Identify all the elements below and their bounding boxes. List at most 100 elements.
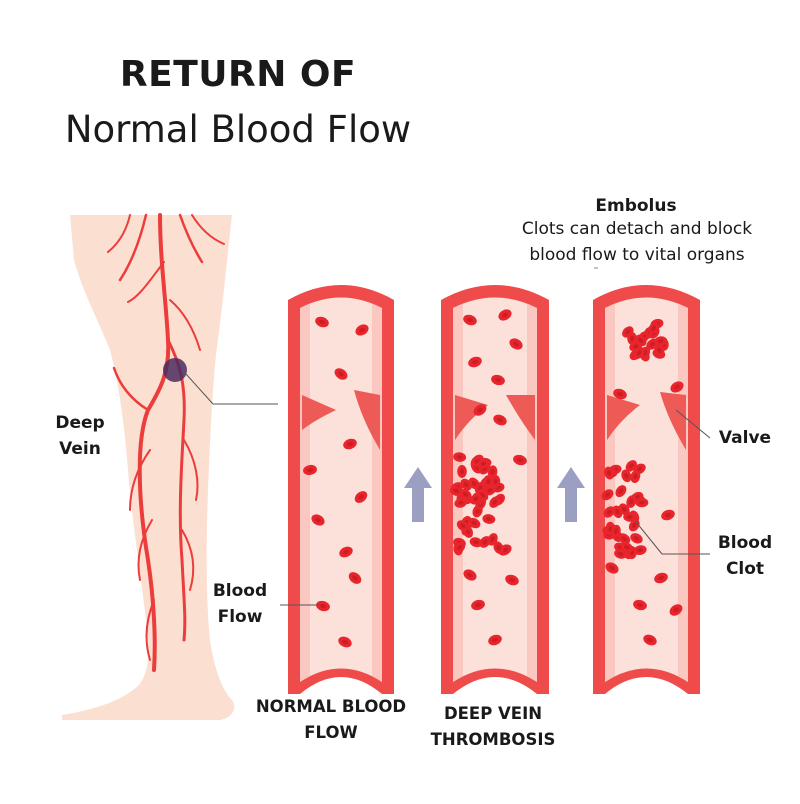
label-blood-clot-line-2: Clot: [725, 559, 765, 579]
blood-cell: [613, 388, 627, 400]
caption-normal-line-1: NORMAL BLOOD: [255, 697, 407, 716]
label-embolus: Embolus: [595, 196, 677, 216]
blood-cell: [513, 454, 527, 466]
valve-right: [660, 392, 686, 450]
blood-cell: [630, 533, 643, 544]
blood-cell: [453, 541, 466, 554]
label-blood-clot-line-1: Blood: [717, 533, 773, 553]
blood-cell: [620, 541, 633, 553]
blood-cell: [621, 469, 632, 483]
blood-cell: [354, 491, 368, 503]
embolus-description: Clots can detach and block blood flow to…: [512, 216, 762, 268]
blood-cell: [601, 489, 614, 501]
vessel-lumen: [300, 297, 382, 682]
blood-cell: [311, 514, 325, 526]
title-line-2: Normal Blood Flow: [64, 108, 412, 151]
blood-cell: [648, 322, 660, 335]
blood-cell: [505, 574, 519, 586]
leg-illustration: [62, 213, 278, 720]
blood-cell: [457, 464, 467, 478]
blood-cell: [661, 509, 675, 521]
leg-shape: [62, 215, 235, 720]
blood-cell: [315, 316, 329, 328]
clot-leader-line: [635, 521, 663, 555]
blood-cell: [482, 514, 496, 524]
up-arrow-icon: [404, 467, 432, 522]
valve-right: [506, 395, 535, 440]
clot-leader-line: [185, 373, 214, 405]
clot-marker: [163, 358, 187, 382]
blood-cell: [343, 438, 357, 450]
blood-cell: [498, 309, 512, 321]
blood-clot: [449, 452, 505, 556]
valve-right: [354, 390, 380, 450]
blood-cell: [463, 314, 477, 326]
caption-normal-blood-flow: NORMAL BLOOD FLOW: [246, 694, 416, 746]
blood-cell: [453, 452, 467, 462]
blood-cell: [493, 541, 504, 554]
blood-cell: [635, 334, 647, 347]
blood-cell: [483, 475, 494, 489]
blood-cell: [633, 545, 647, 556]
blood-cell: [470, 493, 482, 505]
blood-cell: [633, 346, 645, 359]
blood-cell: [355, 324, 369, 336]
blood-cell: [487, 533, 498, 546]
blood-cell: [488, 634, 502, 646]
blood-cell: [463, 569, 477, 581]
vessel-thrombosis: [441, 285, 549, 694]
blood-cell: [348, 572, 362, 584]
vessel-normal: [288, 285, 394, 694]
blood-cell: [303, 464, 317, 476]
blood-cell: [627, 331, 637, 345]
label-blood-flow: Blood Flow: [208, 578, 272, 630]
blood-cell: [603, 506, 615, 518]
embolus-cluster: [622, 318, 669, 362]
caption-normal-line-2: FLOW: [304, 723, 358, 742]
blood-cell: [334, 368, 348, 380]
blood-cell: [449, 486, 463, 496]
blood-cell: [469, 537, 483, 548]
blood-cell: [654, 336, 668, 346]
blood-cell: [471, 599, 485, 611]
blood-cell: [628, 519, 640, 532]
blood-cell: [604, 466, 614, 480]
blood-cell: [493, 414, 507, 426]
blood-cell: [339, 546, 353, 558]
vessel-embolus: [593, 285, 711, 694]
blood-cell: [491, 374, 505, 386]
blood-cell: [654, 343, 665, 357]
blood-cell: [614, 548, 627, 559]
blood-cell: [487, 465, 498, 479]
blood-cell: [618, 533, 631, 545]
vessel-sheen: [300, 297, 382, 682]
blood-cell: [643, 634, 657, 646]
embolus-description-line-2: blood flow to vital organs: [529, 245, 745, 265]
blood-cell: [456, 520, 469, 532]
blood-cell: [630, 470, 641, 483]
label-blood-flow-line-1: Blood: [212, 581, 268, 601]
embolus-description-line-1: Clots can detach and block: [521, 219, 753, 239]
valve-left: [302, 395, 336, 430]
blood-cells: [303, 316, 369, 648]
blood-cell: [477, 458, 490, 469]
blood-cell: [489, 496, 501, 508]
label-blood-flow-line-2: Flow: [217, 607, 263, 627]
blood-cell: [473, 404, 487, 416]
valve-leader-line: [675, 409, 711, 439]
blood-cell: [468, 356, 482, 368]
label-valve: Valve: [718, 428, 772, 448]
label-deep-vein-line-1: Deep: [55, 413, 105, 433]
caption-deep-vein-thrombosis: DEEP VEIN THROMBOSIS: [418, 701, 568, 753]
blood-cell: [509, 338, 523, 350]
caption-dvt-line-1: DEEP VEIN: [443, 704, 543, 723]
blood-cell: [338, 636, 352, 648]
blood-cell: [633, 599, 647, 611]
up-arrow-icon: [557, 467, 585, 522]
label-deep-vein-line-2: Vein: [59, 439, 101, 459]
blood-clot: [601, 460, 649, 560]
title-line-1: RETURN OF: [119, 54, 357, 95]
label-blood-clot: Blood Clot: [714, 530, 776, 582]
blood-cell: [611, 524, 621, 538]
